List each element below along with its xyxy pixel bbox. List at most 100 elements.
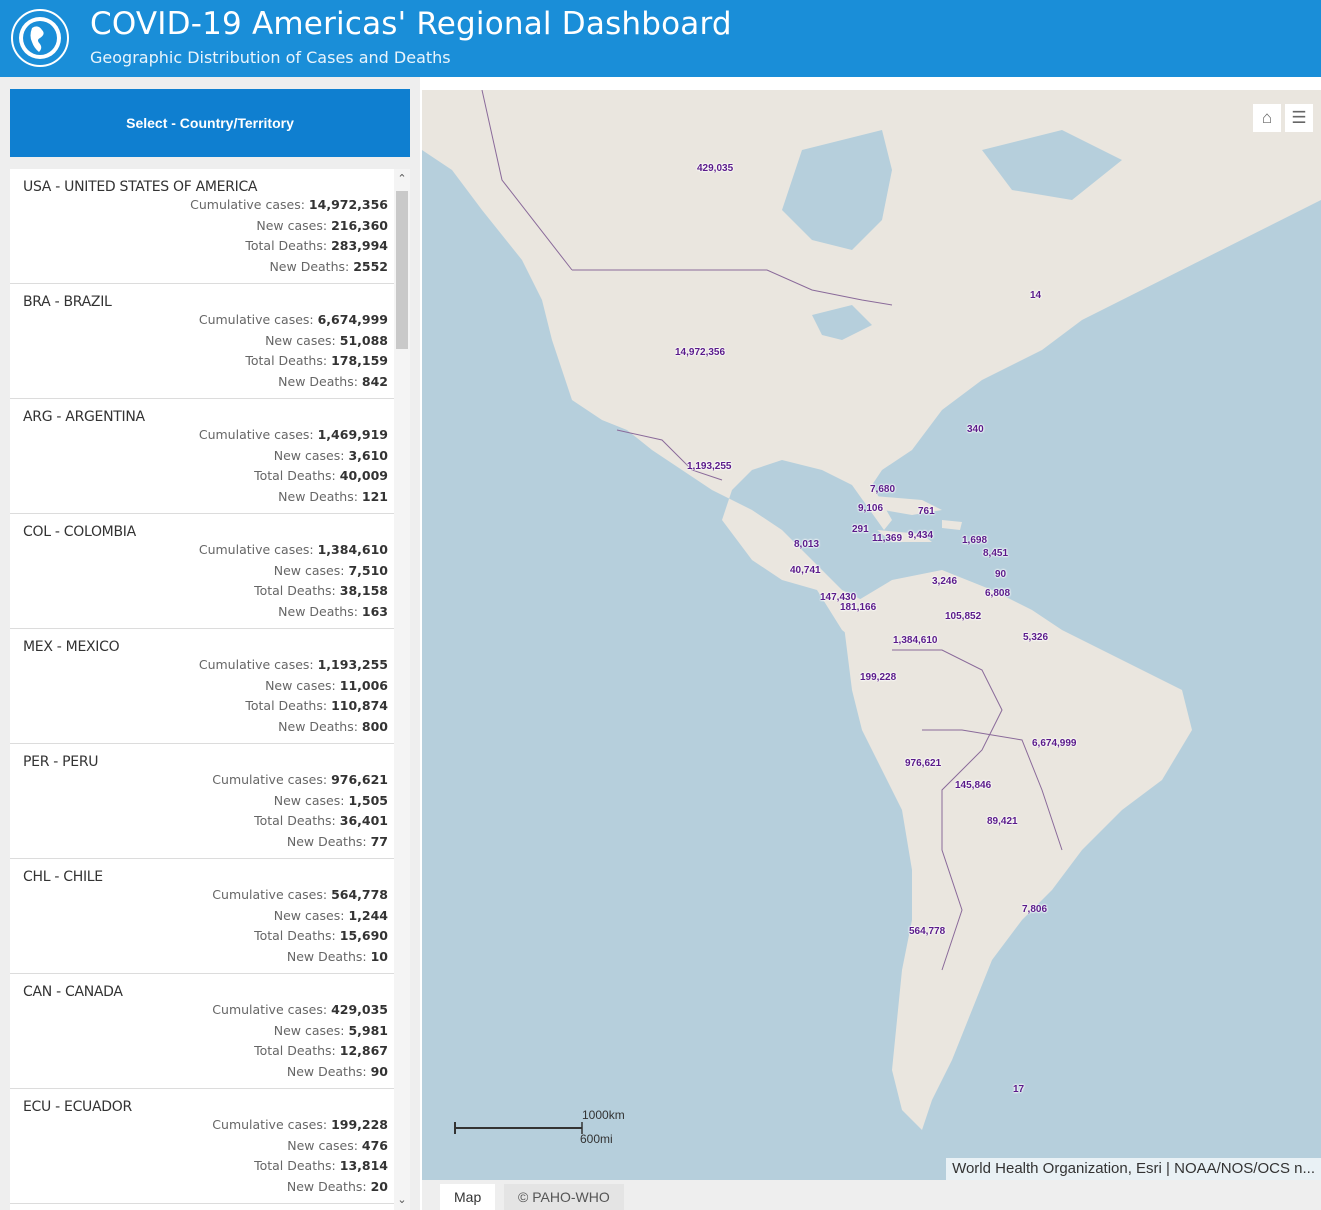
stat-value: 5,981 (348, 1022, 388, 1038)
scroll-up-icon[interactable]: ⌃ (397, 173, 407, 185)
map-label[interactable]: 14 (1030, 290, 1042, 301)
stat-label: Total Deaths: (254, 468, 336, 483)
map-label[interactable]: 7,806 (1022, 904, 1048, 915)
stat-row-cumulative: Cumulative cases: 976,621 (23, 770, 388, 791)
stat-row-total-deaths: Total Deaths: 15,690 (23, 926, 388, 947)
stat-row-total-deaths: Total Deaths: 36,401 (23, 811, 388, 832)
map-label[interactable]: 89,421 (987, 816, 1018, 827)
stat-value: 1,469,919 (317, 427, 388, 442)
map-label[interactable]: 8,013 (794, 539, 820, 550)
stat-label: New Deaths: (278, 373, 358, 389)
stat-label: Total Deaths: (254, 813, 336, 828)
stat-label: Cumulative cases: (190, 197, 305, 212)
map-label[interactable]: 11,369 (872, 533, 903, 544)
select-country-button[interactable]: Select - Country/Territory (10, 89, 410, 157)
map-label[interactable]: 105,852 (945, 611, 982, 622)
map-label[interactable]: 145,846 (955, 780, 992, 791)
stat-value: 15,690 (339, 928, 388, 943)
stat-label: New cases: (287, 1137, 358, 1153)
stat-label: New cases: (273, 1022, 345, 1038)
stat-label: New cases: (265, 332, 336, 348)
map-label[interactable]: 1,193,255 (687, 461, 732, 472)
stat-row-cumulative: Cumulative cases: 14,972,356 (23, 195, 388, 216)
map-label[interactable]: 199,228 (860, 672, 897, 683)
stat-value: 40,009 (339, 468, 388, 483)
scale-km: 1000km (582, 1108, 625, 1122)
stat-row-new-deaths: New Deaths: 10 (23, 947, 388, 968)
stat-row-new-cases: New cases: 1,505 (23, 791, 388, 812)
map-label[interactable]: 291 (852, 524, 869, 535)
scroll-down-icon[interactable]: ⌄ (397, 1194, 407, 1206)
map-label[interactable]: 6,674,999 (1032, 738, 1077, 749)
stat-value: 429,035 (331, 1002, 388, 1017)
map-label[interactable]: 429,035 (697, 163, 734, 174)
stat-value: 36,401 (339, 813, 388, 828)
map-label[interactable]: 14,972,356 (675, 347, 726, 358)
stat-row-new-cases: New cases: 3,610 (23, 446, 388, 467)
tab-map[interactable]: Map (440, 1184, 496, 1210)
country-name: COL - COLOMBIA (23, 524, 136, 540)
stat-row-cumulative: Cumulative cases: 429,035 (23, 1000, 388, 1021)
map-label[interactable]: 5,326 (1023, 632, 1049, 643)
stat-value: 14,972,356 (308, 197, 388, 212)
map-label[interactable]: 90 (995, 569, 1007, 580)
map-label[interactable]: 1,384,610 (893, 635, 938, 646)
map-label[interactable]: 340 (967, 424, 984, 435)
stat-label: Cumulative cases: (212, 1002, 328, 1017)
stat-value: 476 (361, 1137, 388, 1153)
home-icon[interactable]: ⌂ (1253, 104, 1281, 132)
stat-label: New Deaths: (278, 718, 358, 734)
stat-label: Cumulative cases: (198, 542, 314, 557)
map-label[interactable]: 761 (918, 506, 935, 517)
stat-row-total-deaths: Total Deaths: 38,158 (23, 581, 388, 602)
scale-bar: 1000km 600mi (452, 1108, 625, 1158)
stat-label: New cases: (273, 562, 345, 578)
stat-label: Total Deaths: (254, 1043, 336, 1058)
stat-value: 283,994 (331, 238, 388, 253)
stat-label: Total Deaths: (245, 353, 328, 368)
stat-value: 20 (370, 1178, 388, 1194)
stat-value: 38,158 (339, 583, 388, 598)
stat-row-new-cases: New cases: 476 (23, 1136, 388, 1157)
stat-row-cumulative: Cumulative cases: 564,778 (23, 885, 388, 906)
stat-value: 2552 (353, 258, 388, 274)
tab-paho-who[interactable]: © PAHO-WHO (504, 1184, 624, 1210)
map-label[interactable]: 7,680 (870, 484, 896, 495)
map-view[interactable]: 429,035 14 14,972,356 340 1,193,255 7,68… (422, 90, 1321, 1180)
stat-row-new-cases: New cases: 5,981 (23, 1021, 388, 1042)
map-label[interactable]: 9,106 (858, 503, 884, 514)
stat-label: Cumulative cases: (198, 312, 314, 327)
map-label[interactable]: 3,246 (932, 576, 958, 587)
map-label[interactable]: 6,808 (985, 588, 1011, 599)
map-label[interactable]: 1,698 (962, 535, 988, 546)
map-label[interactable]: 9,434 (908, 530, 934, 541)
map-label[interactable]: 564,778 (909, 926, 946, 937)
map-label[interactable]: 181,166 (840, 602, 877, 613)
stat-value: 11,006 (339, 677, 388, 693)
legend-list-icon[interactable]: ☰ (1285, 104, 1313, 132)
stat-value: 216,360 (331, 217, 388, 233)
stat-row-total-deaths: Total Deaths: 283,994 (23, 236, 388, 257)
map-label[interactable]: 40,741 (790, 565, 821, 576)
map-label[interactable]: 147,430 (820, 592, 857, 603)
map-label[interactable]: 8,451 (983, 548, 1009, 559)
map-label[interactable]: 976,621 (905, 758, 942, 769)
map-label[interactable]: 17 (1013, 1084, 1025, 1095)
stat-value: 976,621 (331, 772, 388, 787)
stat-label: Cumulative cases: (212, 887, 328, 902)
stat-value: 90 (370, 1063, 388, 1079)
stat-row-new-deaths: New Deaths: 2552 (23, 257, 388, 278)
list-scrollbar[interactable]: ⌃ ⌄ (394, 169, 410, 1210)
map-attribution[interactable]: World Health Organization, Esri | NOAA/N… (946, 1158, 1321, 1180)
scroll-thumb[interactable] (396, 191, 408, 349)
